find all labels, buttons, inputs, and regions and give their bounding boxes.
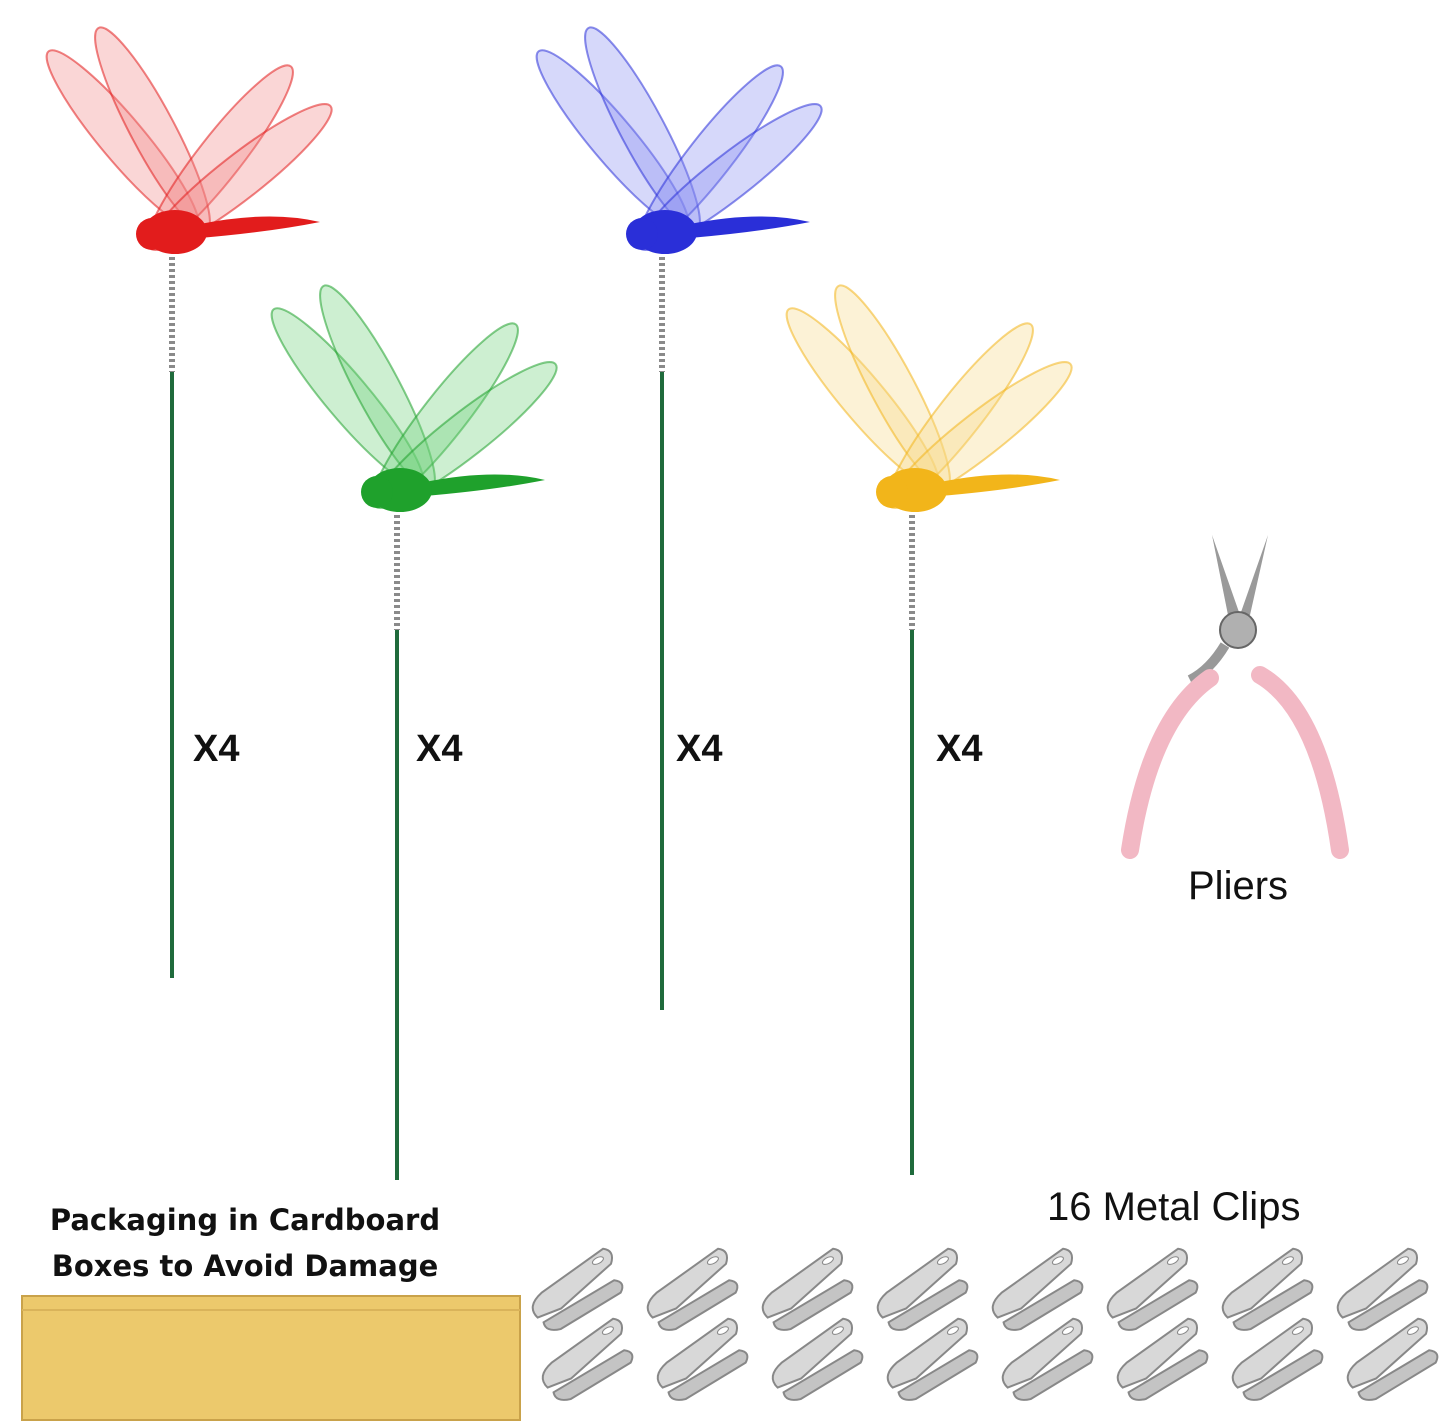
dragonfly-blue: [535, 26, 823, 1010]
tail: [690, 216, 810, 238]
clip-bottom: [782, 1349, 864, 1401]
quantity-label-green: X4: [416, 728, 463, 770]
metal-clip: [531, 1247, 624, 1331]
metal-clips: [531, 1247, 1439, 1401]
clip-bottom: [657, 1279, 739, 1331]
clip-hole: [946, 1326, 959, 1335]
clip-top: [1116, 1317, 1199, 1389]
metal-clip: [886, 1317, 979, 1401]
dragonfly-red: [45, 26, 333, 978]
clip-hole: [1396, 1256, 1409, 1265]
metal-clip: [876, 1247, 969, 1331]
clip-hole: [1176, 1326, 1189, 1335]
clip-top: [876, 1247, 959, 1319]
quantity-label-yellow: X4: [936, 728, 983, 770]
clip-hole: [591, 1256, 604, 1265]
clip-top: [531, 1247, 614, 1319]
clip-top: [541, 1317, 624, 1389]
clip-top: [1001, 1317, 1084, 1389]
clip-top: [646, 1247, 729, 1319]
clip-hole: [1281, 1256, 1294, 1265]
clip-hole: [1166, 1256, 1179, 1265]
clip-top: [656, 1317, 739, 1389]
quantity-label-blue: X4: [676, 728, 723, 770]
clip-hole: [1291, 1326, 1304, 1335]
head: [626, 218, 658, 250]
clip-bottom: [772, 1279, 854, 1331]
dragonfly-yellow: [785, 284, 1073, 1175]
packaging-line-2: Boxes to Avoid Damage: [51, 1249, 439, 1283]
metal-clip: [1346, 1317, 1439, 1401]
tail: [940, 474, 1060, 496]
metal-clip: [1001, 1317, 1094, 1401]
metal-clip: [1221, 1247, 1314, 1331]
clip-top: [1336, 1247, 1419, 1319]
clip-bottom: [1357, 1349, 1439, 1401]
clip-top: [771, 1317, 854, 1389]
clip-hole: [716, 1326, 729, 1335]
clip-hole: [706, 1256, 719, 1265]
clip-top: [1221, 1247, 1304, 1319]
pliers-spring: [1187, 642, 1230, 685]
clip-hole: [821, 1256, 834, 1265]
clips-label: 16 Metal Clips: [1047, 1185, 1301, 1229]
metal-clip: [991, 1247, 1084, 1331]
clip-bottom: [1012, 1349, 1094, 1401]
clip-bottom: [897, 1349, 979, 1401]
metal-clip: [541, 1317, 634, 1401]
clip-hole: [1406, 1326, 1419, 1335]
quantity-label-red: X4: [193, 728, 240, 770]
clip-bottom: [1002, 1279, 1084, 1331]
pliers-pivot: [1219, 611, 1257, 649]
clip-hole: [831, 1326, 844, 1335]
clip-top: [886, 1317, 969, 1389]
clip-bottom: [887, 1279, 969, 1331]
clip-hole: [1051, 1256, 1064, 1265]
metal-clip: [1231, 1317, 1324, 1401]
metal-clip: [1336, 1247, 1429, 1331]
pliers-jaw-left: [1212, 535, 1240, 615]
metal-clip: [1106, 1247, 1199, 1331]
metal-clip: [761, 1247, 854, 1331]
clip-bottom: [552, 1349, 634, 1401]
pliers-jaw-right: [1240, 535, 1268, 615]
metal-clip: [1116, 1317, 1209, 1401]
clip-top: [1346, 1317, 1429, 1389]
head: [876, 476, 908, 508]
clip-top: [1106, 1247, 1189, 1319]
clip-bottom: [1347, 1279, 1429, 1331]
clip-hole: [936, 1256, 949, 1265]
clip-bottom: [542, 1279, 624, 1331]
clip-bottom: [1127, 1349, 1209, 1401]
clip-bottom: [1117, 1279, 1199, 1331]
pliers-image: [1121, 535, 1349, 859]
clip-bottom: [1232, 1279, 1314, 1331]
clip-bottom: [667, 1349, 749, 1401]
clip-hole: [601, 1326, 614, 1335]
head: [136, 218, 168, 250]
box-body: [21, 1295, 521, 1421]
metal-clip: [646, 1247, 739, 1331]
tail: [425, 474, 545, 496]
clip-top: [991, 1247, 1074, 1319]
pliers-handle-left: [1121, 669, 1219, 859]
tail: [200, 216, 320, 238]
clip-bottom: [1242, 1349, 1324, 1401]
clip-top: [1231, 1317, 1314, 1389]
metal-clip: [771, 1317, 864, 1401]
clip-top: [761, 1247, 844, 1319]
head: [361, 476, 393, 508]
pliers-handle-right: [1251, 666, 1349, 859]
clip-hole: [1061, 1326, 1074, 1335]
packaging-line-1: Packaging in Cardboard: [49, 1203, 441, 1237]
pliers-label: Pliers: [1188, 864, 1289, 908]
cardboard-box: [21, 1295, 521, 1421]
metal-clip: [656, 1317, 749, 1401]
dragonfly-green: [270, 284, 558, 1180]
